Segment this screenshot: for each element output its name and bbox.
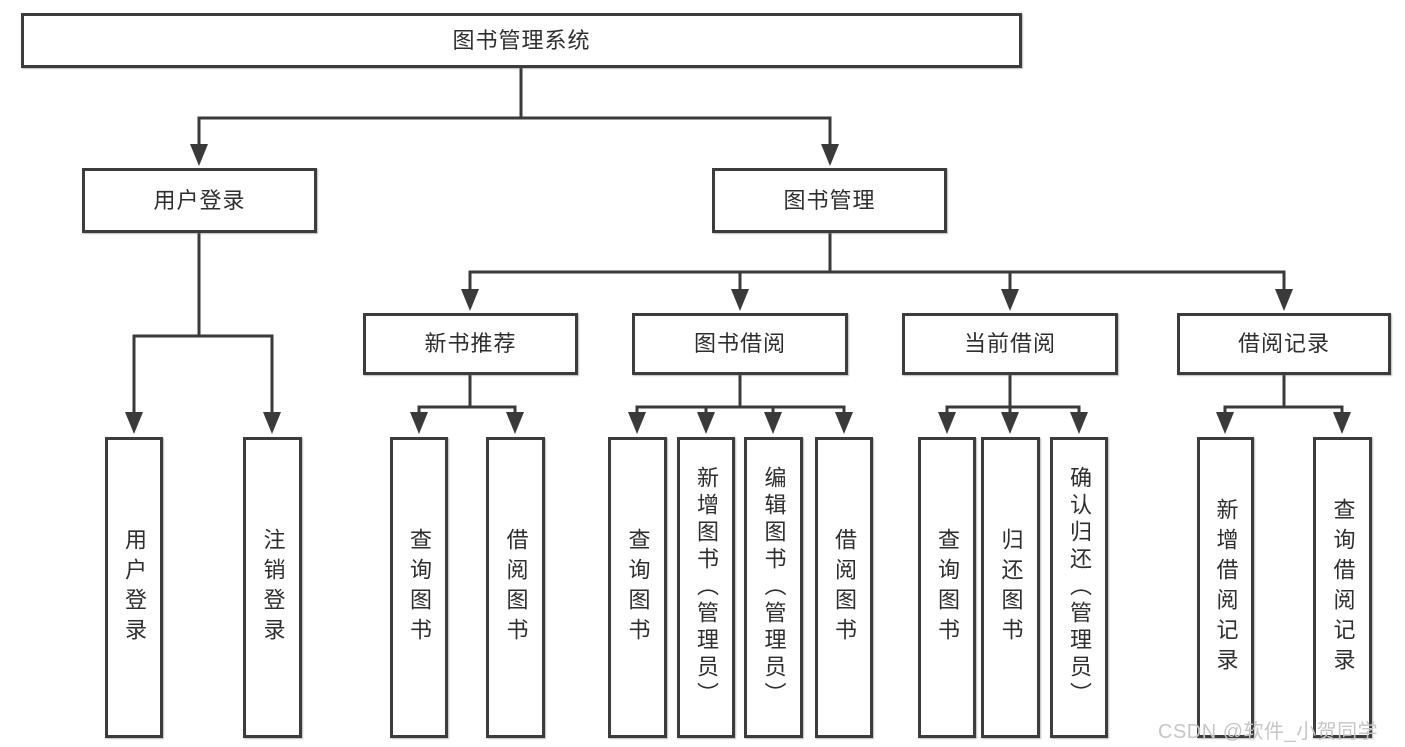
node-current-borrowing: 当前借阅 [902,313,1118,375]
arrowhead [938,412,956,434]
watermark-text: CSDN @软件_小贺同学 [1158,721,1379,743]
leaf-logout: 注销登录 [243,437,302,738]
node-label: 注销登录 [260,527,286,648]
connector-root-to-level2 [197,66,832,148]
node-label: 查询图书 [935,527,960,648]
node-label: 新书推荐 [424,331,517,356]
arrowhead [1216,412,1234,434]
leaf-add-borrow-record: 新增借阅记录 [1197,437,1254,738]
arrowhead [1333,412,1351,434]
node-label: 编辑图书（管理员） [761,466,787,709]
leaf-borrow-books-new: 借阅图书 [486,437,545,738]
node-book-borrowing: 图书借阅 [632,313,848,375]
arrowhead [461,289,479,311]
leaf-query-books-new: 查询图书 [390,437,448,738]
leaf-borrow-books-borrowing: 借阅图书 [815,437,873,738]
connector-book-management-to-level3 [468,231,1286,293]
node-label: 当前借阅 [963,331,1056,356]
leaf-add-book-admin: 新增图书（管理员） [677,437,735,738]
node-label: 查询借阅记录 [1330,497,1356,678]
node-new-book-recommendation: 新书推荐 [363,313,578,375]
connector-user-login-to-leaves [132,231,274,416]
leaf-edit-book-admin: 编辑图书（管理员） [744,437,803,738]
node-label: 借阅图书 [832,527,857,648]
leaf-query-borrow-record: 查询借阅记录 [1313,437,1372,738]
leaf-return-books: 归还图书 [981,437,1040,738]
node-library-management-system: 图书管理系统 [21,13,1022,68]
leaf-query-books-borrowing: 查询图书 [608,437,667,738]
leaf-user-login: 用户登录 [105,437,163,738]
node-label: 确认归还（管理员） [1067,466,1092,709]
node-borrowing-records: 借阅记录 [1177,313,1391,375]
connector-book-borrowing-to-leaves [635,373,846,416]
node-label: 查询图书 [625,527,651,648]
arrowhead [506,412,524,434]
node-book-management: 图书管理 [712,168,947,233]
arrowhead [628,412,646,434]
node-label: 归还图书 [998,527,1024,648]
node-label: 图书管理 [783,187,876,213]
arrowhead [821,144,839,166]
connector-borrowing-records-to-leaves [1223,373,1344,416]
arrowhead [410,412,428,434]
node-label: 图书管理系统 [452,27,591,53]
arrowhead [764,412,782,434]
node-label: 用户登录 [153,187,246,213]
connector-new-books-to-leaves [417,373,517,416]
arrowhead [125,412,143,434]
node-user-login: 用户登录 [82,168,317,233]
arrowhead [1001,412,1019,434]
leaf-query-books-current: 查询图书 [918,437,976,738]
arrowhead [1275,289,1293,311]
node-label: 用户登录 [122,527,147,648]
node-label: 新增图书（管理员） [694,466,719,709]
leaf-confirm-return-admin: 确认归还（管理员） [1050,437,1108,738]
arrowhead [1001,289,1019,311]
node-label: 新增借阅记录 [1213,497,1239,678]
arrowhead [190,144,208,166]
arrowhead [697,412,715,434]
node-label: 图书借阅 [693,331,786,356]
node-label: 借阅记录 [1237,331,1330,356]
arrowhead [1070,412,1088,434]
arrowhead [835,412,853,434]
connector-current-borrowing-to-leaves [945,373,1081,416]
arrowhead [263,412,281,434]
arrowhead [731,289,749,311]
node-label: 查询图书 [407,527,432,648]
node-label: 借阅图书 [503,527,529,648]
